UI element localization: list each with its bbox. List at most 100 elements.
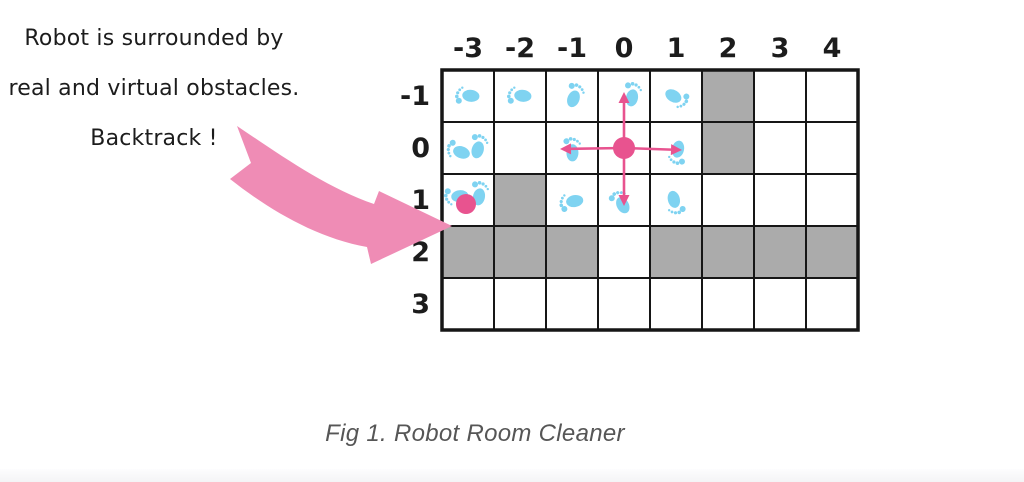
previous-robot-dot [456, 194, 476, 214]
foot-toe [580, 88, 584, 91]
foot-sole [667, 190, 681, 208]
page-bottom-strip [0, 469, 1024, 482]
foot-toe [578, 142, 581, 145]
robot-dot [613, 137, 635, 159]
grid-outer-border [440, 68, 860, 332]
foot-big-toe [471, 134, 478, 141]
grid-cell-3_3 [753, 277, 807, 331]
foot-toe [634, 83, 638, 87]
foot-toe [446, 147, 450, 152]
annotation-line-3: Backtrack ! [90, 126, 218, 151]
foot-toe [559, 199, 563, 204]
footprint-icon [507, 86, 532, 104]
col-label-0: 0 [615, 33, 634, 64]
col-label-2: 2 [719, 33, 738, 64]
col-label-1: 1 [667, 33, 686, 64]
row-label-1: 1 [411, 185, 430, 216]
foot-big-toe [608, 195, 615, 202]
foot-toe [677, 210, 682, 215]
foot-toe [477, 181, 482, 185]
foot-sole [567, 90, 580, 108]
foot-toe [447, 144, 451, 148]
col-label-3: 3 [771, 33, 790, 64]
foot-toe [676, 105, 679, 109]
foot-toe [560, 196, 564, 200]
footprint-icon [471, 134, 489, 159]
foot-toe [684, 99, 689, 104]
move-arrow-head-right [670, 144, 682, 156]
foot-big-toe [449, 139, 456, 146]
foot-toe [445, 197, 449, 201]
foot-toe [673, 211, 678, 215]
row-label-0: 0 [411, 133, 430, 164]
obstacle-cell-2_-2 [493, 225, 547, 279]
move-arrow-head-down [618, 195, 630, 206]
foot-big-toe [561, 206, 568, 213]
foot-toe [450, 203, 453, 206]
backtrack-arrow [230, 126, 452, 264]
foot-toe [572, 137, 576, 142]
foot-toe [447, 151, 451, 155]
annotation-line-2: real and virtual obstacles. [8, 76, 300, 101]
foot-toe [675, 161, 680, 165]
foot-toe [637, 85, 641, 89]
col-label--2: -2 [505, 33, 535, 64]
foot-toe [485, 141, 489, 145]
foot-sole [462, 89, 480, 102]
grid-cell-3_2 [701, 277, 755, 331]
obstacle-cell-2_1 [649, 225, 703, 279]
foot-toe [670, 210, 674, 214]
foot-toe [582, 91, 585, 94]
foot-sole [566, 194, 584, 208]
foot-toe [639, 88, 642, 92]
foot-toe [481, 182, 485, 186]
foot-toe [574, 83, 579, 87]
foot-toe [563, 194, 566, 197]
foot-big-toe [568, 82, 575, 89]
obstacle-cell-2_2 [701, 225, 755, 279]
grid-cell-0_-2 [493, 121, 547, 175]
foot-big-toe [444, 188, 451, 195]
foot-toe [481, 135, 485, 140]
foot-toe [682, 102, 686, 106]
foot-sole [472, 188, 486, 206]
foot-toe [507, 94, 511, 99]
row-label-2: 2 [411, 237, 430, 268]
row-label--1: -1 [400, 81, 430, 112]
foot-toe [619, 191, 623, 195]
grid-cell-3_1 [649, 277, 703, 331]
foot-big-toe [507, 97, 514, 104]
foot-sole [665, 89, 682, 103]
foot-toe [668, 155, 671, 159]
obstacle-cell-1_-2 [493, 173, 547, 227]
annotation-line-1: Robot is surrounded by [24, 26, 284, 51]
footprint-icon [446, 139, 470, 159]
foot-toe [630, 82, 635, 86]
foot-toe [477, 134, 482, 138]
foot-toe [667, 208, 671, 212]
grid-cell--1_4 [805, 69, 859, 123]
foot-toe [456, 91, 460, 95]
foot-toe [559, 203, 564, 208]
foot-toe [679, 104, 683, 108]
foot-toe [486, 187, 489, 191]
foot-toe [484, 184, 488, 188]
foot-toe [576, 139, 579, 143]
grid-cell-3_0 [597, 277, 651, 331]
col-label--3: -3 [453, 33, 483, 64]
foot-toe [461, 86, 464, 89]
footprint-icon [665, 89, 690, 109]
foot-big-toe [679, 206, 686, 213]
foot-toe [444, 193, 448, 198]
grid-cell-3_4 [805, 277, 859, 331]
grid-cell-3_-2 [493, 277, 547, 331]
foot-sole [471, 141, 484, 159]
foot-sole [453, 146, 470, 159]
grid-cell-1_2 [701, 173, 755, 227]
foot-toe [616, 191, 620, 195]
row-label-3: 3 [411, 289, 430, 320]
foot-toe [578, 85, 582, 89]
foot-big-toe [678, 158, 685, 165]
